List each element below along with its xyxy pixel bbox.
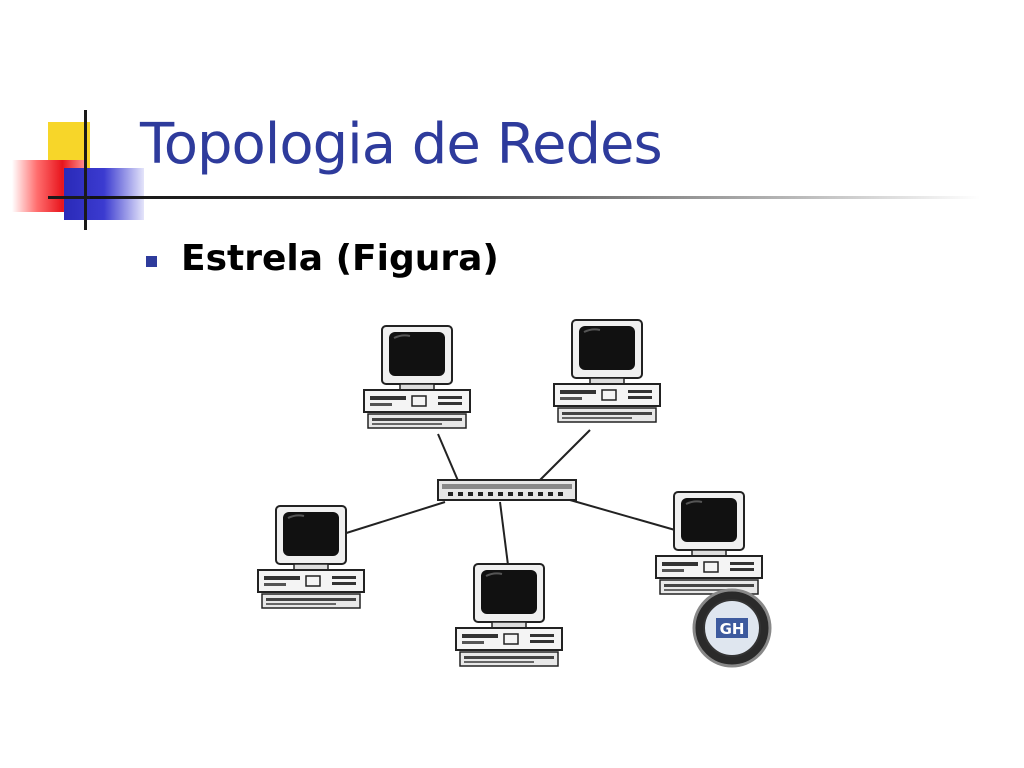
title-underline	[90, 196, 980, 199]
star-topology-figure: GH	[257, 319, 772, 668]
corner-logo-decoration	[0, 100, 150, 240]
network-cables	[339, 429, 676, 566]
slide-title: Topologia de Redes	[140, 112, 663, 177]
desktop-computer-icon	[553, 319, 661, 423]
horizontal-line	[48, 196, 108, 199]
watermark-seal-icon: GH	[692, 588, 772, 668]
seal-text: GH	[720, 620, 745, 638]
cable-left	[339, 501, 446, 536]
bullet-item: Estrela (Figura)	[146, 238, 499, 279]
desktop-computer-icon	[363, 325, 471, 429]
cable-bottom	[499, 501, 509, 566]
desktop-computer-icon	[455, 563, 563, 667]
bullet-square-icon	[146, 256, 157, 267]
cable-right	[569, 499, 676, 531]
desktop-computer-icon	[655, 491, 763, 595]
blue-square	[64, 168, 144, 220]
desktop-computer-icon	[257, 505, 365, 609]
bullet-text: Estrela (Figura)	[181, 238, 499, 279]
vertical-line	[84, 110, 87, 230]
network-hub-icon	[437, 479, 577, 501]
